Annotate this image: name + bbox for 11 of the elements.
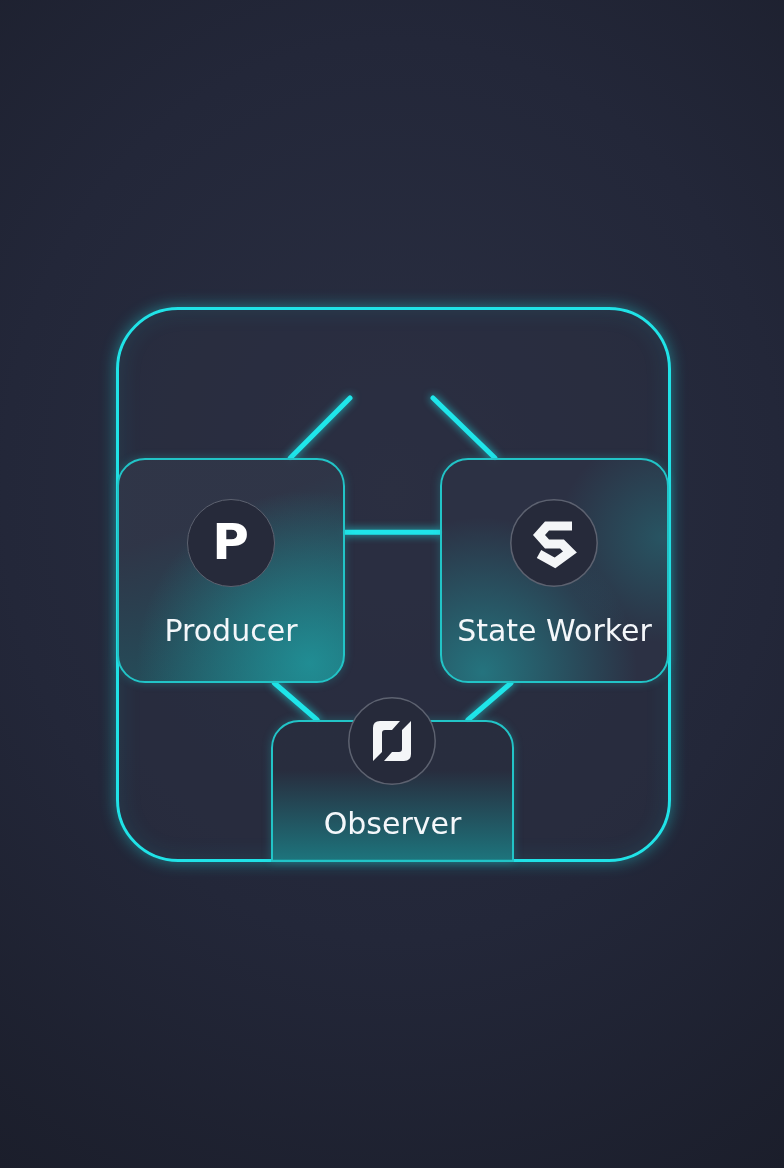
process-card: [440, 458, 669, 683]
process-card: [117, 458, 345, 683]
node-label: Producer: [163, 612, 299, 649]
node-label: State Worker: [456, 612, 653, 649]
letter-badge: P: [186, 498, 275, 587]
connector-line: [465, 680, 514, 723]
connector-line: [287, 395, 353, 461]
connector-line: [430, 395, 498, 461]
outer-frame: [116, 307, 671, 862]
node-label: Observer: [322, 805, 463, 842]
connector-line: [271, 680, 320, 723]
